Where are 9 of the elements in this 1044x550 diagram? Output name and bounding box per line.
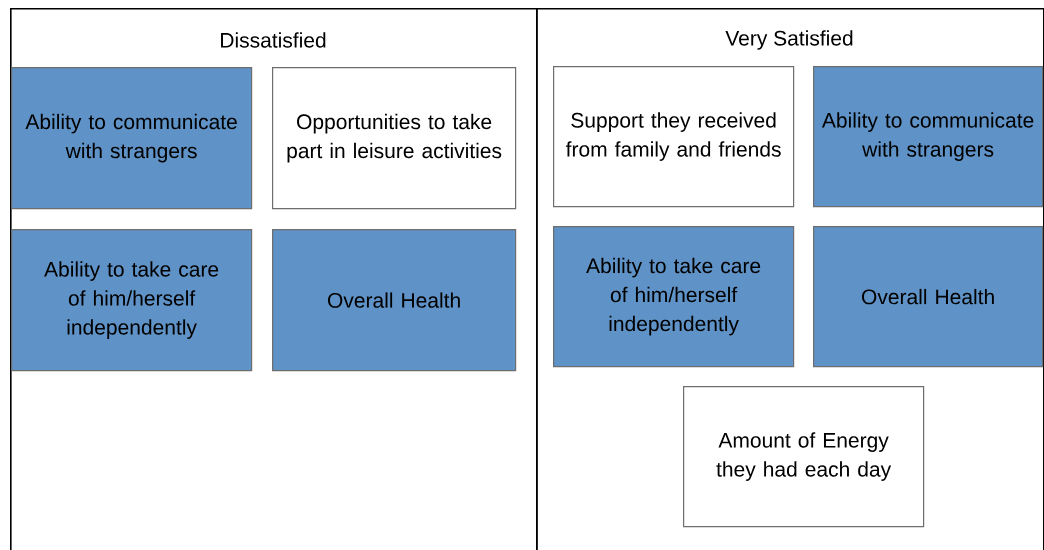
text-box: Opportunities to take part in leisure activities bbox=[272, 67, 517, 210]
text-box: Overall Health bbox=[272, 229, 517, 372]
text-box: Ability to take care of him/herself independently bbox=[553, 226, 795, 368]
text-box: Ability to communicate with strangers bbox=[11, 67, 253, 210]
text-box: Amount of Energy they had each day bbox=[683, 386, 925, 528]
text-box: Overall Health bbox=[813, 226, 1044, 368]
text-box: Support they received from family and friends bbox=[553, 66, 795, 208]
text-box: Ability to communicate with strangers bbox=[813, 66, 1044, 208]
text-box: Ability to take care of him/herself independently bbox=[11, 229, 253, 372]
